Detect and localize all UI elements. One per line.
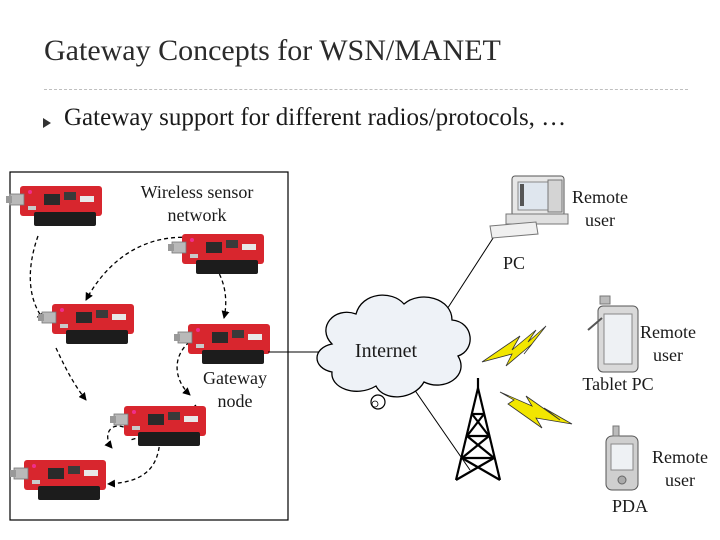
tablet-remote-user-label: Remote user: [640, 322, 696, 365]
radio-tower-icon: [454, 378, 502, 481]
bullet-text: Gateway support for different radios/pro…: [64, 104, 567, 131]
pc-remote-user-label: Remote user: [572, 187, 628, 230]
wsn-boundary: [9, 171, 289, 521]
sensor-node-5: [9, 459, 107, 501]
tablet-pc-icon: [587, 295, 639, 373]
gateway-node-label: Gateway node: [203, 368, 267, 411]
pda-label: PDA: [611, 496, 648, 516]
slide-title: Gateway Concepts for WSN/MANET: [44, 34, 501, 67]
sensor-node-gateway: [173, 323, 271, 365]
desktop-pc-icon: [489, 175, 569, 239]
sensor-node-2: [167, 233, 265, 275]
internet-label: Internet: [354, 340, 418, 362]
tablet-pc-label: Tablet PC: [582, 374, 654, 394]
lightning-bolt-icon-1: [481, 325, 547, 367]
sensor-node-3: [37, 303, 135, 345]
wsn-label: Wireless sensor network: [140, 182, 254, 225]
internet-cloud-icon: [316, 294, 471, 410]
bullet-arrow-icon: [43, 118, 51, 128]
pda-icon: [605, 425, 639, 491]
sensor-node-1: [5, 185, 103, 227]
lightning-bolt-icon-2: [499, 391, 573, 429]
pda-remote-user-label: Remote user: [652, 447, 708, 490]
pc-label: PC: [502, 253, 526, 273]
title-divider: [44, 89, 688, 90]
